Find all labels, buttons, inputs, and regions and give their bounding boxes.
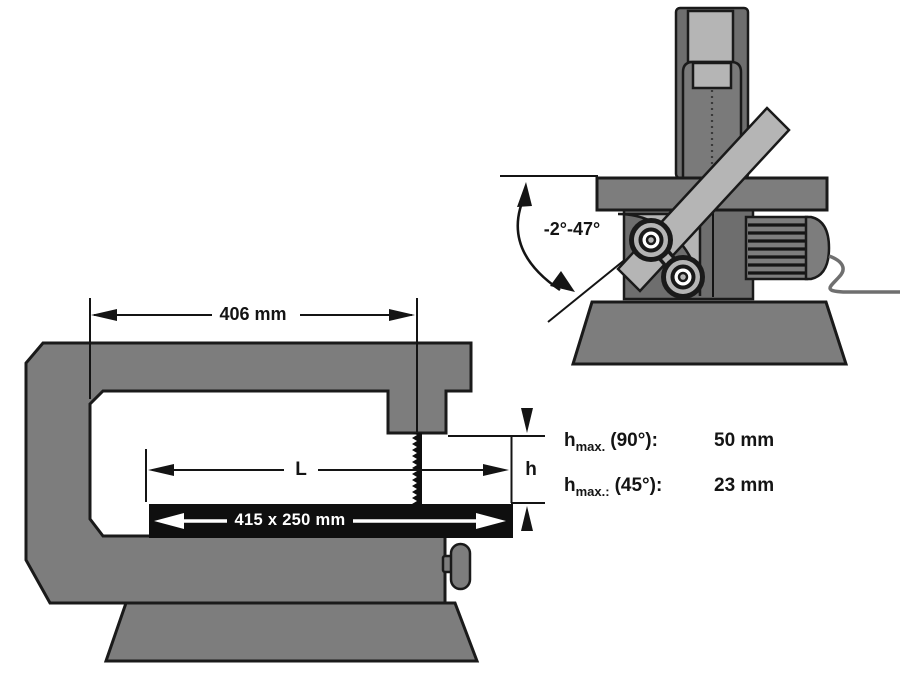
throat-arrow-head-left — [91, 309, 117, 321]
side-base-foot — [570, 300, 849, 366]
spec-subscript: max. — [575, 438, 606, 454]
front-base-foot — [103, 601, 480, 663]
throat-dimension — [89, 298, 418, 432]
tilt-arc-head-up — [517, 182, 532, 207]
throat-arrow-head-right — [389, 309, 415, 321]
saw-blade — [412, 433, 422, 504]
height-arrow-head-down — [521, 408, 533, 433]
table-length-label: L — [295, 459, 307, 480]
height-arrow-head-up — [521, 506, 533, 531]
scroll-saw-front-view — [24, 341, 513, 663]
spec-symbol: h — [564, 430, 576, 451]
spec-condition: (90°): — [610, 430, 658, 451]
motor — [744, 215, 831, 281]
length-dimension — [145, 449, 509, 502]
motor-end-cap — [804, 215, 831, 281]
length-arrow-head-right — [483, 464, 509, 476]
front-c-frame — [24, 341, 473, 605]
length-arrow-head-left — [148, 464, 174, 476]
roller-upper — [629, 218, 673, 262]
table-arrow-head-left — [154, 513, 184, 529]
cut-height-label: h — [525, 459, 537, 480]
spec-subscript: max.: — [575, 483, 610, 499]
height-dimension — [448, 408, 545, 531]
spec-value: 50 mm — [714, 430, 775, 451]
spec-condition: (45°): — [614, 475, 663, 496]
scroll-saw-side-view — [500, 6, 900, 366]
blade-holder-window — [691, 61, 733, 90]
tilt-range-label: -2°-47° — [543, 219, 601, 239]
spec-max-height-90: hmax.(90°): 50 mm — [564, 430, 824, 454]
tension-knob — [449, 542, 472, 591]
power-cable — [828, 254, 900, 294]
table-arrow-head-right — [476, 513, 506, 529]
table-size-label: 415 x 250 mm — [234, 511, 346, 529]
throat-width-label: 406 mm — [219, 304, 287, 324]
spec-symbol: h — [564, 475, 576, 496]
tilt-arc-head-down — [550, 271, 575, 292]
column-window-top — [686, 9, 735, 64]
spec-value: 23 mm — [714, 475, 775, 496]
spec-max-height-45: hmax.:(45°): 23 mm — [564, 475, 824, 499]
roller-lower — [661, 255, 705, 299]
